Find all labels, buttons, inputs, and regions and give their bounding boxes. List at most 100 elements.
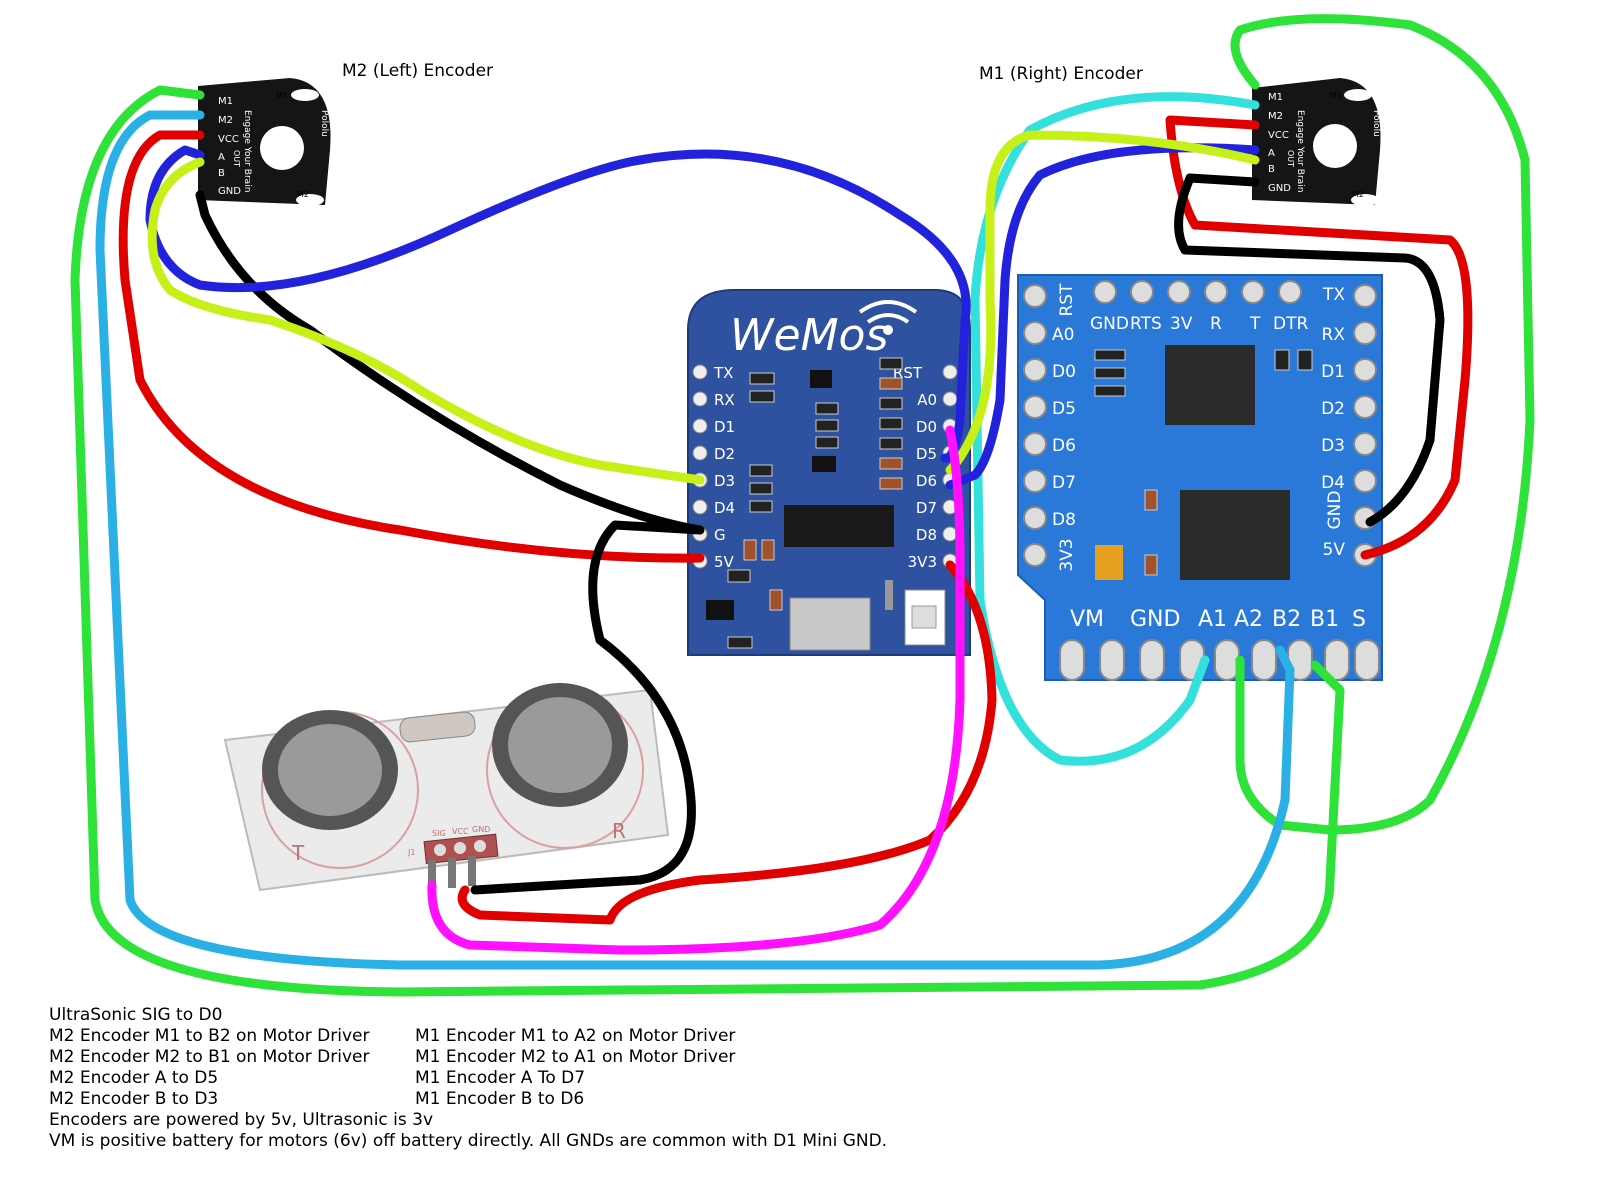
wemos-label-d5: D5 — [916, 445, 937, 463]
wire-cyan — [970, 92, 1260, 766]
m2-encoder-pin-a: A — [218, 152, 225, 163]
m1-encoder-pin-a: A — [1268, 148, 1275, 159]
wemos-label-g: G — [714, 526, 726, 544]
wemos-label-d1: D1 — [714, 418, 735, 436]
shield-chips — [1094, 345, 1313, 580]
wemos-d1-mini-board: WeMos TX RX D1 D2 D3 D4 G 5V — [687, 289, 971, 656]
m2-encoder-motor-m1: M1 — [276, 91, 288, 100]
shield-left-a0: A0 — [1052, 325, 1074, 345]
m1-right-encoder: M1 M2 VCC A B GND Pololu Engage Your Bra… — [1252, 78, 1381, 206]
wemos-label-tx: TX — [713, 364, 733, 382]
ultrasonic-side-r: R — [612, 819, 626, 843]
m1-encoder-brand: Pololu — [1371, 110, 1381, 137]
shield-right-d3: D3 — [1321, 436, 1345, 456]
m2-encoder-slogan: Engage Your Brain — [242, 110, 252, 192]
wemos-pin-d8 — [942, 526, 958, 542]
note-m2-m1: M2 Encoder M1 to B2 on Motor Driver — [49, 1026, 370, 1046]
shield-top-dtr: DTR — [1273, 314, 1308, 334]
shield-bottom-gnd: GND — [1130, 607, 1180, 632]
ultrasonic-pin-gnd: GND — [472, 825, 490, 834]
shield-top-gnd: GND — [1090, 314, 1129, 334]
shield-right-d4: D4 — [1321, 473, 1345, 493]
wemos-label-rx: RX — [714, 391, 735, 409]
note-row-3: M2 Encoder A to D5 M1 Encoder A To D7 — [49, 1068, 949, 1089]
wemos-label-d7: D7 — [916, 499, 937, 517]
wire-red-left — [118, 130, 705, 563]
shield-right-gnd: GND — [1325, 491, 1345, 530]
note-m1-m1: M1 Encoder M1 to A2 on Motor Driver — [415, 1026, 736, 1046]
wemos-label-3v3: 3V3 — [908, 553, 937, 571]
shield-left-pins: RST A0 D0 D5 D6 D7 D8 3V3 — [1023, 283, 1077, 572]
wifi-icon — [858, 300, 918, 335]
note-m2-a: M2 Encoder A to D5 — [49, 1068, 219, 1088]
shield-right-5v: 5V — [1323, 540, 1346, 560]
ultrasonic-header-label: J1 — [407, 848, 415, 857]
wire-green-left — [70, 85, 1345, 997]
m2-encoder-pin-b: B — [218, 168, 225, 179]
shield-right-d1: D1 — [1321, 362, 1345, 382]
wemos-pin-d4 — [692, 499, 708, 515]
wemos-label-a0: A0 — [917, 391, 937, 409]
m2-encoder-motor-m2: M2 — [297, 190, 309, 199]
wire-blue-right — [945, 143, 1260, 490]
shield-bottom-vm: VM — [1070, 607, 1104, 632]
wemos-logo: WeMos — [730, 310, 888, 361]
m2-encoder-pin-vcc: VCC — [218, 134, 239, 145]
shield-left-d0: D0 — [1052, 362, 1076, 382]
wemos-pin-d1 — [692, 418, 708, 434]
wires — [70, 14, 1535, 997]
m2-encoder-pin-m2: M2 — [218, 115, 233, 126]
shield-bottom-a1: A1 — [1198, 607, 1227, 632]
wemos-pin-tx — [692, 364, 708, 380]
note-m2-m2: M2 Encoder M2 to B1 on Motor Driver — [49, 1047, 370, 1067]
note-m1-b: M1 Encoder B to D6 — [415, 1089, 585, 1109]
m2-encoder-pin-m1: M1 — [218, 96, 233, 107]
shield-right-rx: RX — [1322, 325, 1346, 345]
ultrasonic-pin-sig: SIG — [432, 829, 446, 838]
m1-encoder-motor-m1: M1 — [1330, 91, 1342, 100]
wemos-label-d6: D6 — [916, 472, 937, 490]
wire-black-right — [1174, 173, 1445, 527]
shield-top-t: T — [1249, 314, 1261, 334]
m2-encoder-title: M2 (Left) Encoder — [342, 61, 493, 81]
wemos-components — [706, 357, 946, 651]
note-row-4: M2 Encoder B to D3 M1 Encoder B to D6 — [49, 1089, 949, 1110]
shield-bottom-s: S — [1352, 607, 1366, 632]
wire-red-right — [1165, 115, 1473, 560]
wemos-pin-rx — [692, 391, 708, 407]
shield-top-3v: 3V — [1170, 314, 1193, 334]
shield-right-d2: D2 — [1321, 399, 1345, 419]
shield-left-rst: RST — [1057, 283, 1077, 317]
wire-lime-left — [147, 157, 705, 485]
m1-encoder-title: M1 (Right) Encoder — [979, 64, 1143, 84]
wemos-label-d4: D4 — [714, 499, 735, 517]
wemos-pin-d2 — [692, 445, 708, 461]
shield-right-tx: TX — [1322, 285, 1345, 305]
m1-encoder-out: OUT — [1286, 150, 1295, 167]
note-row-2: M2 Encoder M2 to B1 on Motor Driver M1 E… — [49, 1047, 949, 1068]
shield-top-r: R — [1210, 314, 1222, 334]
note-m1-m2: M1 Encoder M2 to A1 on Motor Driver — [415, 1047, 736, 1067]
wemos-label-d0: D0 — [916, 418, 937, 436]
wire-blue-left — [145, 145, 971, 463]
shield-bottom-terminals: VM GND A1 A2 B2 B1 S — [1059, 607, 1380, 681]
note-ultrasonic-sig: UltraSonic SIG to D0 — [49, 1005, 223, 1025]
shield-left-d8: D8 — [1052, 510, 1076, 530]
wire-lime-right — [945, 130, 1260, 475]
m1-encoder-motor-m2: M2 — [1352, 190, 1364, 199]
ultrasonic-pin-vcc: VCC — [452, 827, 469, 836]
m1-encoder-pin-gnd: GND — [1268, 183, 1291, 194]
m2-left-encoder: M1 M2 VCC A B GND Pololu Engage Your Bra… — [198, 78, 331, 206]
wire-green-right — [1230, 14, 1535, 835]
shield-left-d5: D5 — [1052, 399, 1076, 419]
m1-encoder-pin-vcc: VCC — [1268, 130, 1289, 141]
wemos-label-d8: D8 — [916, 526, 937, 544]
ultrasonic-sensor: T R J1 SIG VCC GND — [223, 683, 670, 892]
shield-bottom-b2: B2 — [1272, 607, 1301, 632]
wire-red-ultrasonic — [457, 560, 997, 925]
note-m1-a: M1 Encoder A To D7 — [415, 1068, 586, 1088]
m1-encoder-pin-b: B — [1268, 164, 1275, 175]
wiring-notes: UltraSonic SIG to D0 M2 Encoder M1 to B2… — [49, 1005, 949, 1152]
